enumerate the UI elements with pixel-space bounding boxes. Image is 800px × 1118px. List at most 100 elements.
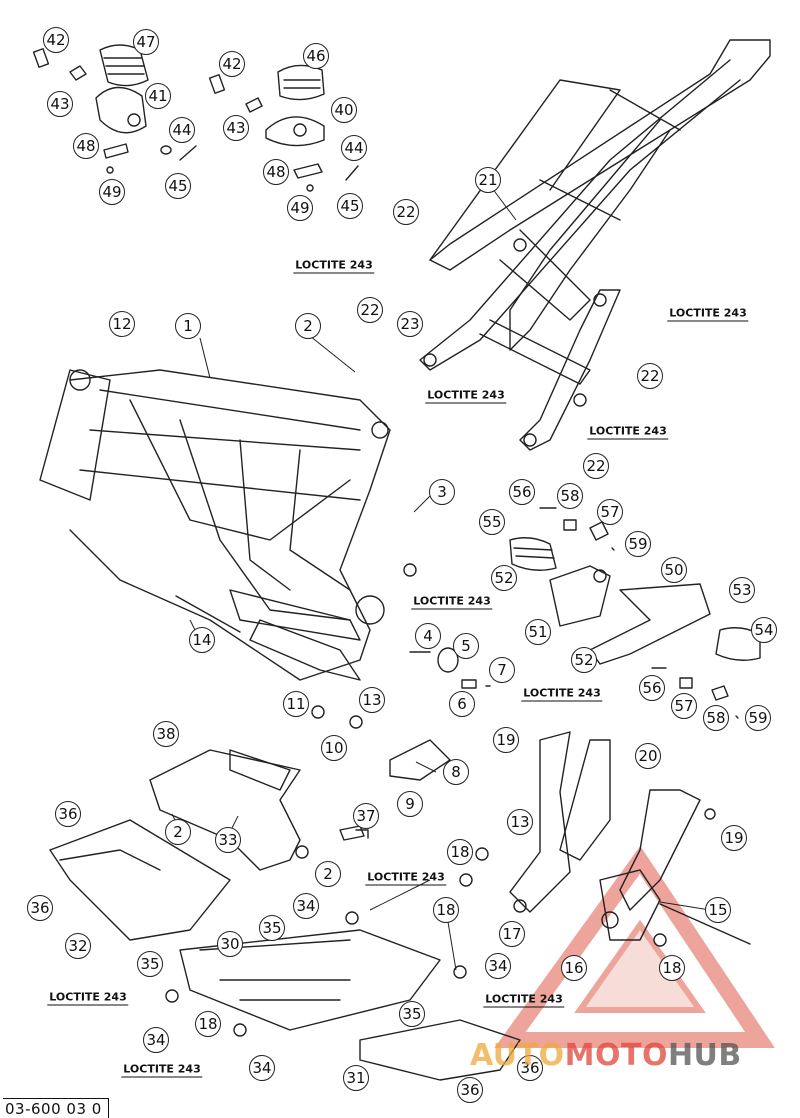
callout-36a: 36: [55, 801, 81, 827]
watermark-part-3: HUB: [667, 1038, 742, 1073]
callout-18a: 18: [447, 839, 473, 865]
callout-36b: 36: [27, 895, 53, 921]
callout-34b: 34: [485, 953, 511, 979]
loctite-note-bottom: LOCTITE 243: [121, 1062, 203, 1078]
callout-10: 10: [321, 735, 347, 761]
callout-34a: 34: [293, 893, 319, 919]
callout-52a: 52: [491, 565, 517, 591]
callout-18c: 18: [659, 955, 685, 981]
callout-18d: 18: [195, 1011, 221, 1037]
callout-3: 3: [429, 479, 455, 505]
callout-43: 43: [47, 91, 73, 117]
callout-35b: 35: [137, 951, 163, 977]
callout-35a: 35: [259, 915, 285, 941]
callout-40: 40: [331, 97, 357, 123]
leader-lines: [171, 179, 711, 971]
callout-47: 47: [133, 29, 159, 55]
callout-56a: 56: [509, 479, 535, 505]
callout-38: 38: [153, 721, 179, 747]
callout-2b: 2: [165, 819, 191, 845]
footrest-left-group: [32, 44, 197, 174]
callout-46: 46: [303, 43, 329, 69]
callout-44b: 44: [341, 135, 367, 161]
callout-13a: 13: [359, 687, 385, 713]
callout-6: 6: [449, 691, 475, 717]
callout-42: 42: [43, 27, 69, 53]
callout-22b: 22: [357, 297, 383, 323]
callout-19a: 19: [493, 727, 519, 753]
callout-53: 53: [729, 577, 755, 603]
callout-4: 4: [415, 623, 441, 649]
callout-34c: 34: [143, 1027, 169, 1053]
watermark-part-2: MOTO: [564, 1038, 668, 1073]
callout-21: 21: [475, 167, 501, 193]
callout-18b: 18: [433, 897, 459, 923]
callout-36c: 36: [517, 1055, 543, 1081]
callout-48: 48: [73, 133, 99, 159]
callout-2a: 2: [295, 313, 321, 339]
callout-42b: 42: [219, 51, 245, 77]
callout-2c: 2: [315, 861, 341, 887]
callout-5: 5: [453, 633, 479, 659]
watermark-part-1: AUTO: [470, 1038, 565, 1073]
callout-35c: 35: [399, 1001, 425, 1027]
callout-58b: 58: [703, 705, 729, 731]
callout-22c: 22: [637, 363, 663, 389]
callout-7: 7: [489, 657, 515, 683]
callout-8: 8: [443, 759, 469, 785]
callout-43b: 43: [223, 115, 249, 141]
callout-31: 31: [343, 1065, 369, 1091]
callout-9: 9: [397, 791, 423, 817]
callout-20: 20: [635, 743, 661, 769]
callout-59a: 59: [625, 531, 651, 557]
loctite-note: LOCTITE 243: [667, 306, 749, 322]
callout-49b: 49: [287, 195, 313, 221]
callout-32: 32: [65, 933, 91, 959]
bolt-long: [175, 595, 241, 633]
loctite-note: LOCTITE 243: [425, 388, 507, 404]
callout-50: 50: [661, 557, 687, 583]
callout-45b: 45: [337, 193, 363, 219]
callout-37: 37: [353, 803, 379, 829]
callout-23: 23: [397, 311, 423, 337]
callout-17: 17: [499, 921, 525, 947]
loctite-note: LOCTITE 243: [47, 990, 129, 1006]
callout-59b: 59: [745, 705, 771, 731]
watermark-text: AUTOMOTOHUB: [470, 1038, 742, 1073]
callout-52b: 52: [571, 647, 597, 673]
callout-49: 49: [99, 179, 125, 205]
callout-34d: 34: [249, 1055, 275, 1081]
callout-58a: 58: [557, 483, 583, 509]
loctite-note: LOCTITE 243: [521, 686, 603, 702]
watermark-logo: [494, 845, 775, 1048]
callout-33: 33: [215, 827, 241, 853]
callout-22a: 22: [393, 199, 419, 225]
callout-55: 55: [479, 509, 505, 535]
loctite-note: LOCTITE 243: [365, 870, 447, 886]
callout-30: 30: [217, 931, 243, 957]
callout-41: 41: [145, 83, 171, 109]
callout-45: 45: [165, 173, 191, 199]
callout-14: 14: [189, 627, 215, 653]
callout-11: 11: [283, 691, 309, 717]
callout-51: 51: [525, 619, 551, 645]
loctite-note: LOCTITE 243: [411, 594, 493, 610]
callout-44: 44: [169, 117, 195, 143]
callout-57a: 57: [597, 499, 623, 525]
loctite-note: LOCTITE 243: [293, 258, 375, 274]
footrest-bracket-group: [409, 507, 761, 719]
callout-48b: 48: [263, 159, 289, 185]
side-stand-group: [509, 731, 751, 947]
callout-36d: 36: [457, 1077, 483, 1103]
loctite-note: LOCTITE 243: [483, 992, 565, 1008]
callout-1: 1: [175, 313, 201, 339]
callout-57b: 57: [671, 693, 697, 719]
callout-16: 16: [561, 955, 587, 981]
callout-13b: 13: [507, 809, 533, 835]
footrest-right-group: [208, 64, 359, 192]
callout-56b: 56: [639, 675, 665, 701]
main-frame: [39, 369, 417, 681]
callout-12: 12: [109, 311, 135, 337]
callout-54: 54: [751, 617, 777, 643]
document-number: 03-600 03 0: [3, 1098, 109, 1118]
